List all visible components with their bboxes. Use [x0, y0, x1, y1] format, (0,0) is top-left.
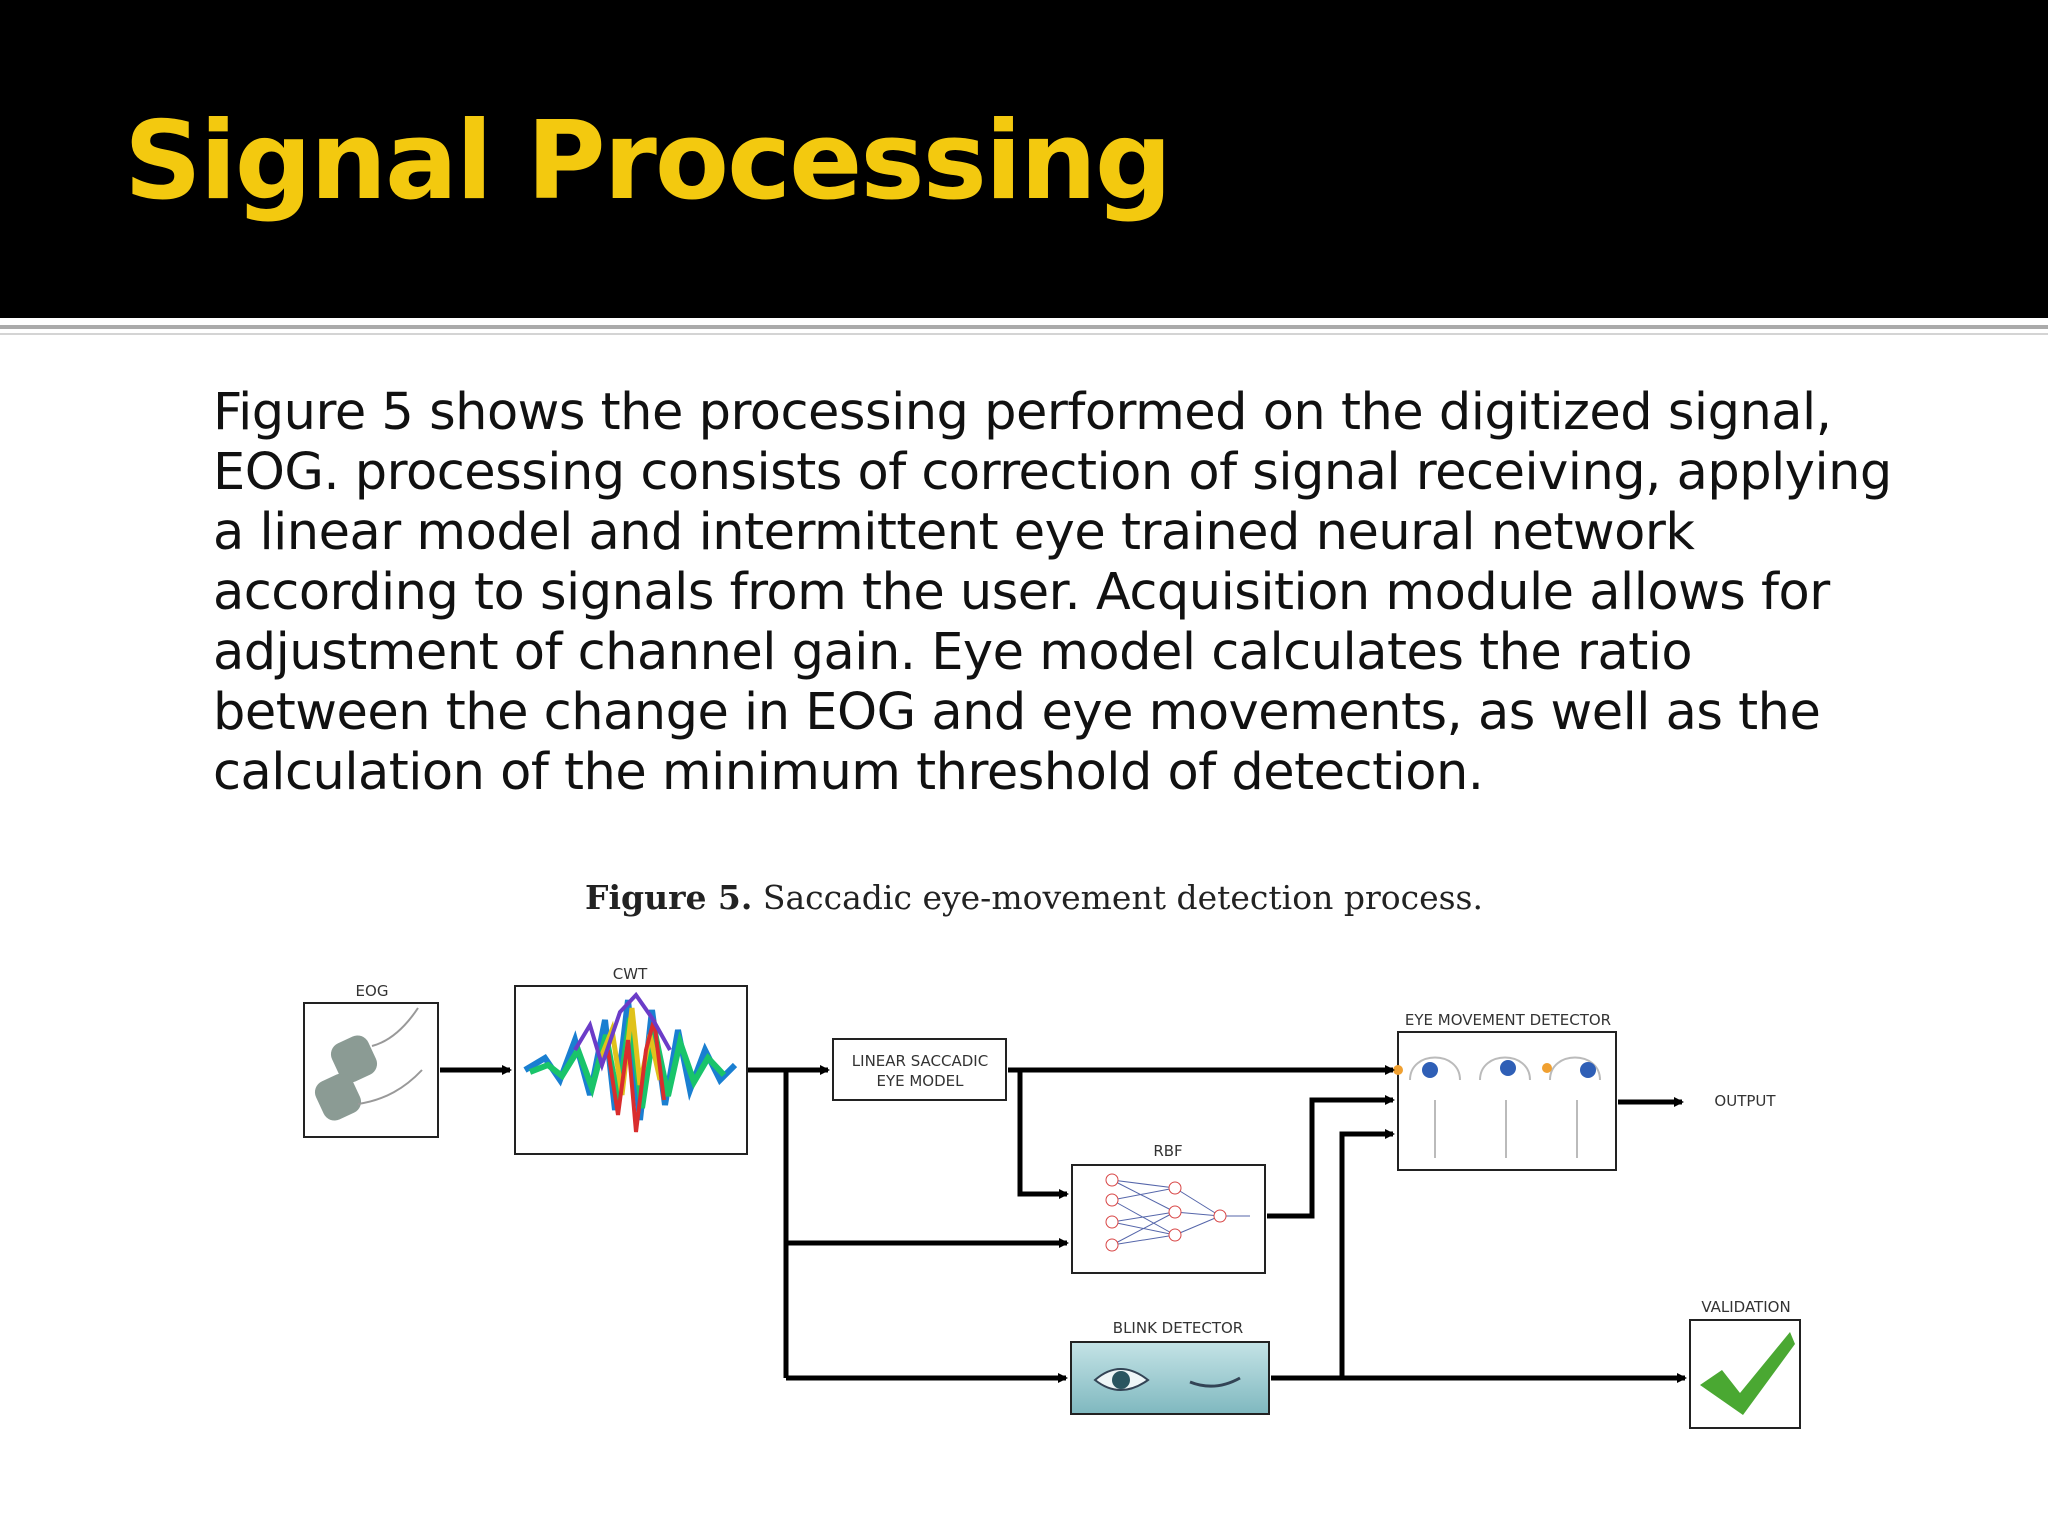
validation-label: VALIDATION [1701, 1298, 1790, 1316]
rbf-label: RBF [1153, 1142, 1182, 1160]
output-label: OUTPUT [1714, 1092, 1776, 1110]
eye-movement-detector-label: EYE MOVEMENT DETECTOR [1405, 1011, 1611, 1029]
eog-label: EOG [356, 982, 389, 1000]
linear-model-label-line2: EYE MODEL [876, 1072, 964, 1090]
slide-body-text: Figure 5 shows the processing performed … [213, 383, 1903, 803]
header-divider-light [0, 333, 2048, 335]
blink-detector-label: BLINK DETECTOR [1113, 1319, 1243, 1337]
rbf-block [1072, 1165, 1265, 1273]
cwt-label: CWT [613, 965, 648, 983]
detection-process-diagram: EOG CWT LINEAR SACCADIC EYE MODEL RBF EY… [0, 900, 2048, 1460]
slide-title: Signal Processing [124, 108, 1170, 216]
linear-model-label-line1: LINEAR SACCADIC [852, 1052, 988, 1070]
header-divider [0, 325, 2048, 329]
